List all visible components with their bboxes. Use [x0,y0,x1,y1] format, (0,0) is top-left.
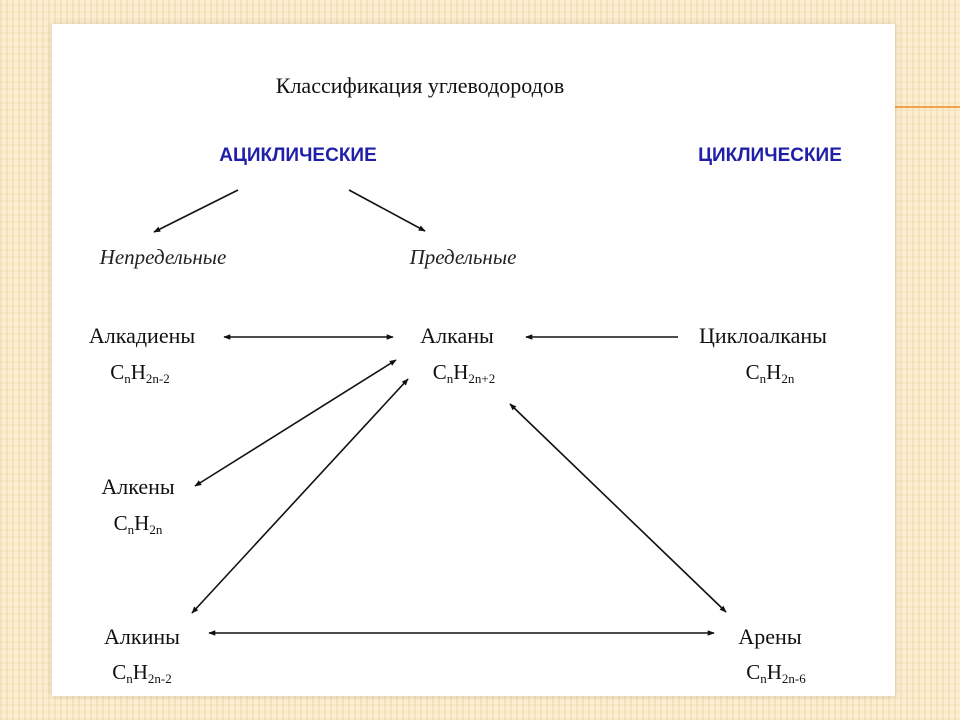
node-alkynes-formula: CnH2n-2 [112,660,172,686]
diagram-panel: Классификация углеводородов АЦИКЛИЧЕСКИЕ… [52,24,895,696]
node-alkadienes-label: Алкадиены [89,323,195,348]
node-alkenes-label: Алкены [101,474,175,499]
diagram-title: Классификация углеводородов [276,73,564,98]
subgroup-saturated: Предельные [409,245,517,269]
node-cycloalkanes-label: Циклоалканы [699,323,827,348]
node-alkenes-formula: CnH2n [114,511,163,537]
accent-line [895,106,960,108]
classification-diagram: Классификация углеводородов АЦИКЛИЧЕСКИЕ… [89,73,842,686]
node-alkadienes-formula: CnH2n-2 [110,360,170,386]
node-arenes-formula: CnH2n-6 [746,660,806,686]
category-acyclic: АЦИКЛИЧЕСКИЕ [219,145,377,166]
category-cyclic: ЦИКЛИЧЕСКИЕ [698,145,842,166]
node-alkynes-label: Алкины [104,624,180,649]
arrow-alkynes-alkanes [191,378,409,614]
node-alkanes-formula: CnH2n+2 [433,360,496,386]
node-arenes-label: Арены [738,624,801,649]
arrow-acyclic-to-saturated [348,189,426,232]
subgroup-unsaturated: Непредельные [99,245,227,269]
node-alkanes-label: Алканы [420,323,494,348]
arrow-alkanes-arenes [509,403,727,613]
arrow-acyclic-to-unsaturated [153,189,239,233]
arrow-alkenes-alkanes [194,359,397,487]
node-cycloalkanes-formula: CnH2n [746,360,795,386]
